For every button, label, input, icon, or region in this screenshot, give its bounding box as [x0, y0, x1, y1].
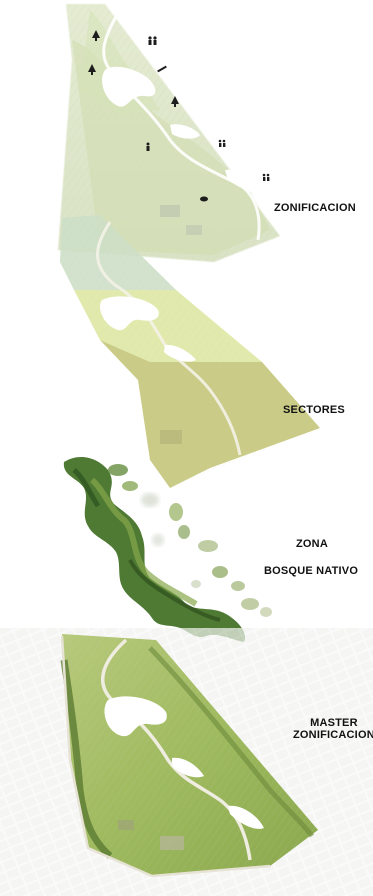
layer-zonificacion [58, 4, 280, 262]
perimeter-road [60, 635, 271, 878]
label-sectores: SECTORES [283, 404, 345, 416]
native-forest-area [63, 456, 246, 642]
tree-icon [171, 96, 179, 107]
label-zona: ZONA [296, 538, 328, 550]
layer-master-zonificacion [0, 628, 373, 896]
bench-icon [200, 196, 208, 202]
people-icon [262, 173, 270, 181]
people-icon [218, 139, 226, 147]
lake [99, 296, 159, 331]
lake [172, 757, 204, 778]
lake [170, 124, 200, 139]
layer-sectores [60, 215, 320, 488]
people-icon [148, 36, 157, 45]
label-master-line2: ZONIFICACION [293, 729, 373, 741]
label-zonificacion: ZONIFICACION [274, 202, 356, 214]
lake [225, 169, 262, 194]
forest-patches [108, 464, 272, 617]
river-path [102, 7, 261, 241]
lake [102, 66, 156, 107]
tree-icon [92, 30, 100, 41]
people-icon [146, 142, 150, 151]
lake [104, 696, 167, 737]
label-master-line1: MASTER [310, 717, 358, 729]
bench-icon [157, 65, 167, 73]
label-master-zonificacion: MASTER ZONIFICACION [293, 717, 373, 741]
lake [164, 344, 196, 362]
tree-icon [88, 64, 96, 75]
label-bosque-nativo: BOSQUE NATIVO [264, 565, 359, 577]
lake [228, 805, 264, 829]
layer-bosque-nativo [63, 456, 272, 642]
